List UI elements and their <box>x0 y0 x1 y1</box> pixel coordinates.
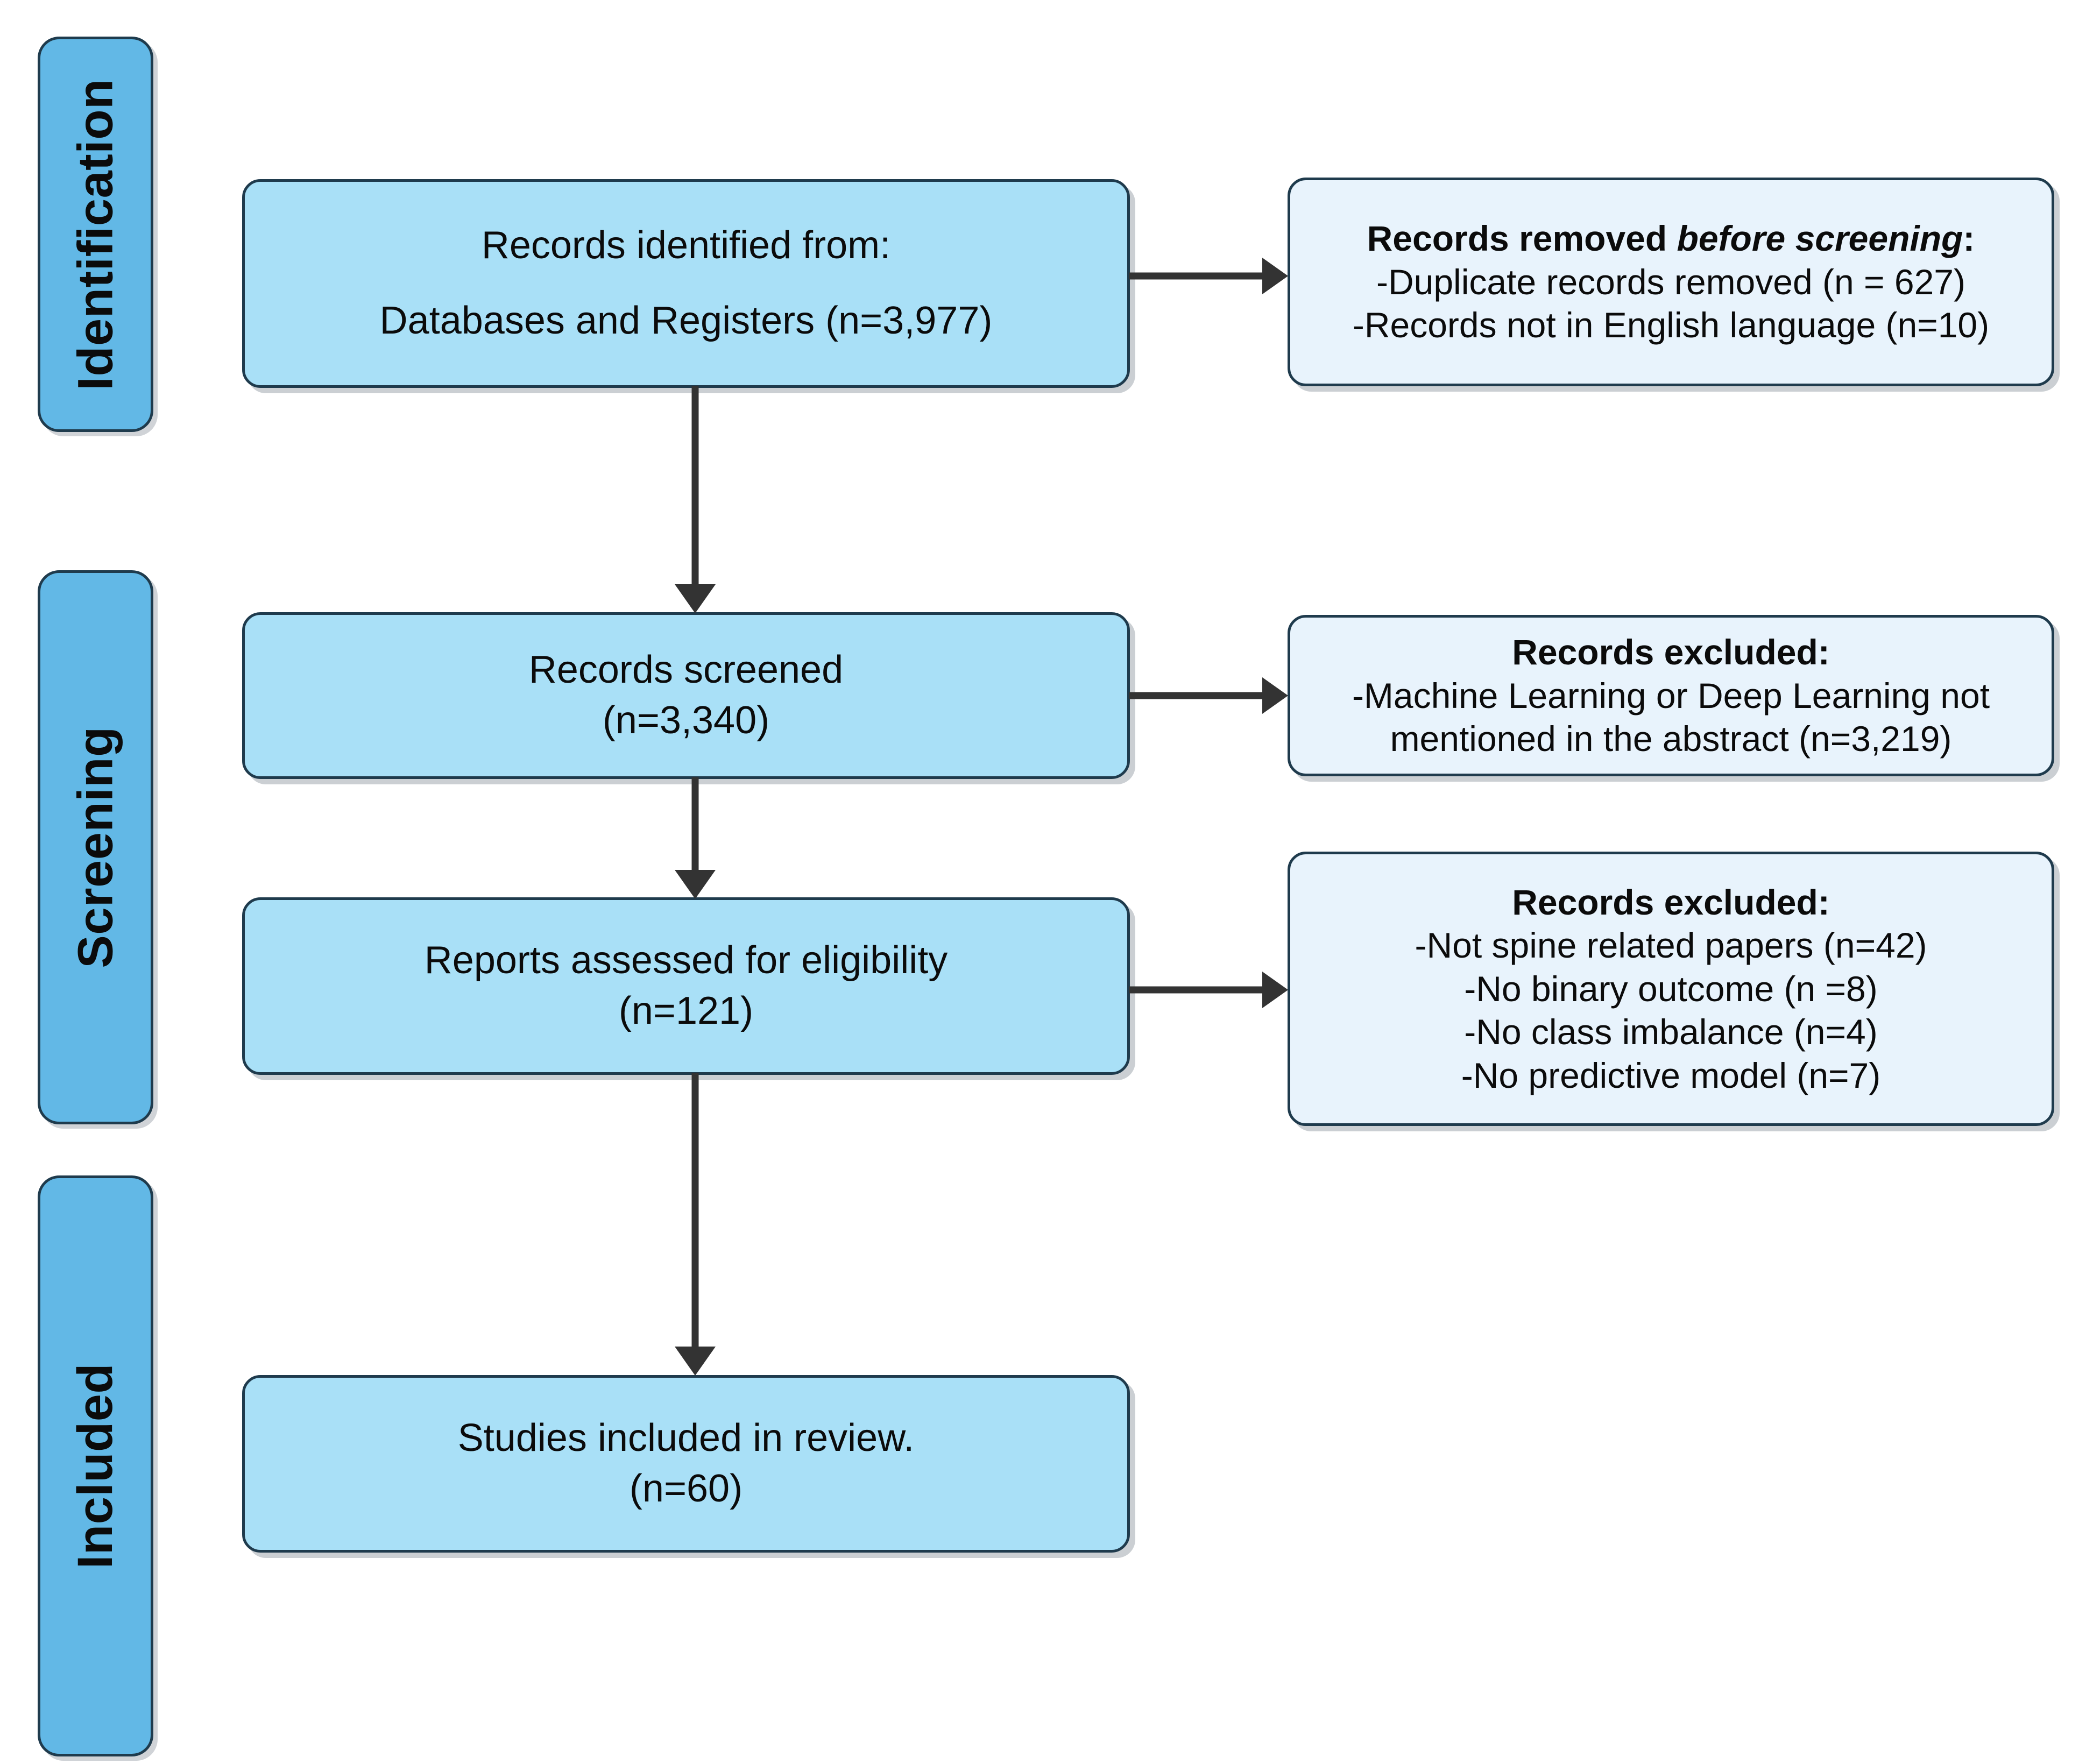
stage-label-included: Included <box>68 1363 123 1569</box>
box-records-screened-line-2: (n=3,340) <box>602 699 770 742</box>
box-records-excluded-eligibility-line-2: -No binary outcome (n =8) <box>1464 968 1878 1009</box>
box-studies-included: Studies included in review. (n=60) <box>242 1375 1130 1553</box>
arrow-identified-to-screened <box>663 386 727 615</box>
box-reports-assessed-eligibility: Reports assessed for eligibility (n=121) <box>242 897 1130 1075</box>
heading-suffix: : <box>1963 218 1975 259</box>
box-records-excluded-eligibility-line-1: -Not spine related papers (n=42) <box>1415 925 1927 966</box>
box-records-excluded-eligibility-line-3: -No class imbalance (n=4) <box>1464 1012 1878 1052</box>
box-records-identified: Records identified from: Databases and R… <box>242 179 1130 388</box>
box-studies-included-line-2: (n=60) <box>629 1467 743 1510</box>
box-studies-included-line-1: Studies included in review. <box>457 1416 915 1460</box>
box-records-identified-line-2: Databases and Registers (n=3,977) <box>379 299 993 342</box>
box-records-excluded-screening-line-2: mentioned in the abstract (n=3,219) <box>1390 719 1952 759</box>
box-records-excluded-screening-line-1: -Machine Learning or Deep Learning not <box>1352 675 1990 715</box>
arrow-eligibility-to-included <box>663 1073 727 1377</box>
box-reports-assessed-line-1: Reports assessed for eligibility <box>424 939 948 982</box>
box-records-excluded-screening-heading: Records excluded: <box>1512 632 1830 672</box>
stage-band-screening: Screening <box>38 570 153 1124</box>
box-reports-assessed-line-2: (n=121) <box>618 989 754 1032</box>
arrow-screened-to-eligibility <box>663 777 727 900</box>
arrow-identified-to-removed <box>1129 252 1290 300</box>
stage-label-identification: Identification <box>68 78 123 391</box>
box-records-excluded-eligibility-line-4: -No predictive model (n=7) <box>1461 1055 1881 1095</box>
stage-band-identification: Identification <box>38 37 153 432</box>
stage-band-included: Included <box>38 1175 153 1756</box>
box-records-removed-before-screening: Records removed before screening: -Dupli… <box>1288 178 2054 386</box>
stage-label-screening: Screening <box>68 726 123 968</box>
box-records-screened-line-1: Records screened <box>528 648 844 692</box>
box-records-screened: Records screened (n=3,340) <box>242 612 1130 779</box>
arrow-screened-to-excluded <box>1129 671 1290 720</box>
box-records-excluded-eligibility: Records excluded: -Not spine related pap… <box>1288 852 2054 1126</box>
heading-emphasis: before screening <box>1677 218 1963 259</box>
box-records-excluded-eligibility-heading: Records excluded: <box>1512 882 1830 922</box>
box-records-excluded-screening: Records excluded: -Machine Learning or D… <box>1288 615 2054 776</box>
box-records-removed-line-1: -Duplicate records removed (n = 627) <box>1376 261 1965 302</box>
heading-prefix: Records removed <box>1367 218 1677 259</box>
box-records-identified-line-1: Records identified from: <box>481 224 891 267</box>
arrow-eligibility-to-excluded <box>1129 966 1290 1014</box>
box-records-removed-line-2: -Records not in English language (n=10) <box>1352 305 1990 345</box>
box-records-removed-heading: Records removed before screening: <box>1367 217 1975 260</box>
